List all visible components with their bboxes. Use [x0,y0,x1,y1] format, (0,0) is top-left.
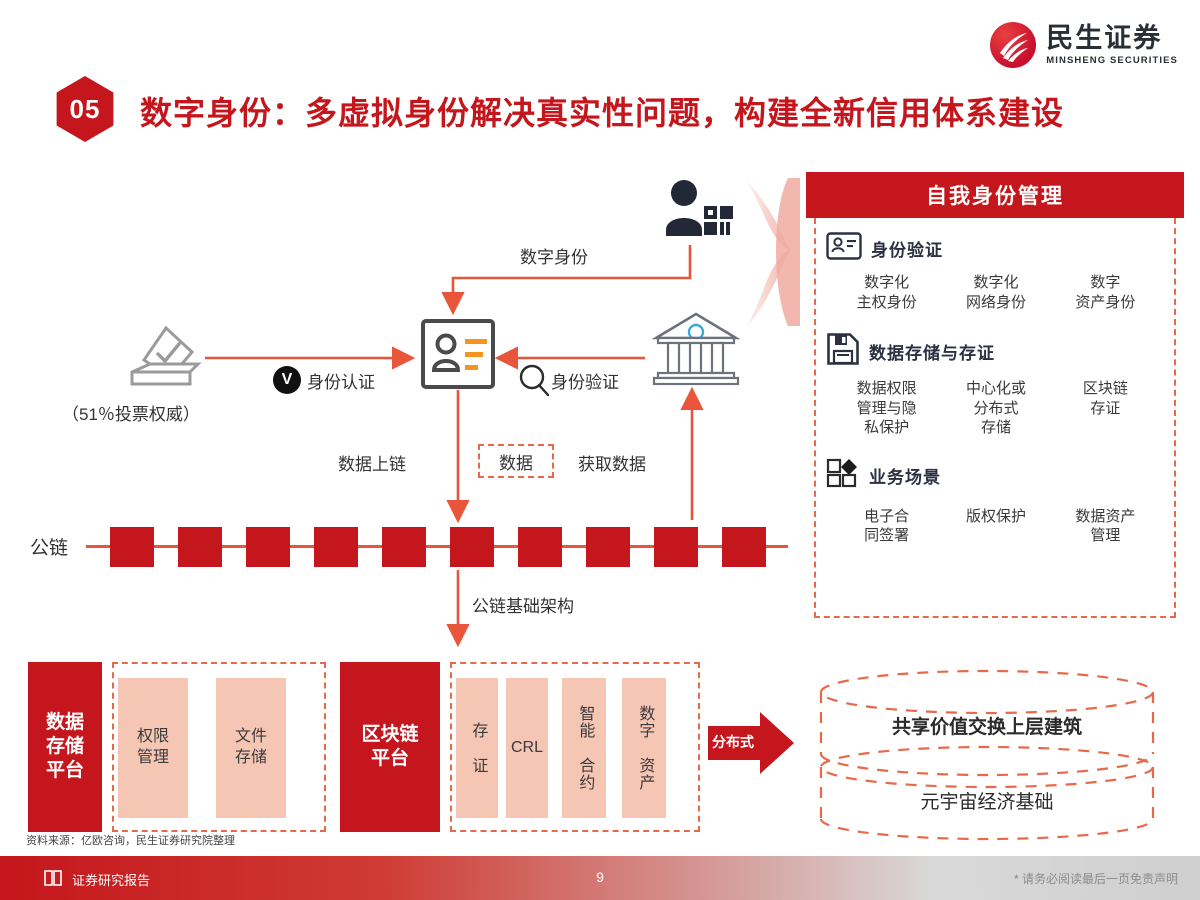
identity-card-icon [420,318,496,395]
distribution-arrow: 分布式 [708,712,794,774]
distribution-arrow-label: 分布式 [712,734,754,750]
cylinder-label: 元宇宙经济基础 [920,792,1054,813]
blocks-icon [826,458,860,493]
metaverse-base-cylinder: 元宇宙经济基础 [812,745,1162,843]
platform-sub-box: 存 证 [456,678,498,818]
fetch-data-label: 获取数据 [578,455,646,474]
section-number-text: 05 [69,93,101,124]
cylinder-label: 共享价值交换上层建筑 [891,717,1082,738]
self-identity-panel: 自我身份管理 身份验证 数字化主权身份 数字化网络身份 数 [806,172,1184,620]
footer-left: 证券研究报告 [44,869,150,890]
panel-section-heading: 数据存储与存证 [869,344,995,363]
panel-section-scenarios: 业务场景 [826,458,1166,493]
identity-authentication-label: 身份认证 [307,373,375,392]
company-logo: 民生证券 MINSHENG SECURITIES [990,22,1178,68]
chain-infrastructure-label: 公链基础架构 [472,597,574,616]
digital-identity-label: 数字身份 [520,248,588,267]
footer-page-number: 9 [596,869,604,885]
upper-structure-cylinder: 共享价值交换上层建筑 [812,668,1162,778]
page-footer: 证券研究报告 9 * 请务必阅读最后一页免责声明 [0,856,1200,900]
panel-section-items: 电子合同签署 版权保护 数据资产管理 [826,507,1166,546]
panel-item: 数据权限管理与隐私保护 [856,380,917,436]
logo-swoosh-icon [1000,33,1029,62]
footer-disclaimer: * 请务必阅读最后一页免责声明 [1013,872,1178,886]
bank-institution-icon [650,308,742,393]
panel-section-identity: 身份验证 [826,232,1166,265]
source-note: 资料来源：亿欧咨询，民生证券研究院整理 [26,835,235,847]
verified-badge-icon: V [273,366,301,394]
panel-section-heading: 身份验证 [871,241,943,260]
data-onchain-label: 数据上链 [338,455,406,474]
platform-sub-box: 智能 合约 [562,678,606,818]
panel-section-items: 数字化主权身份 数字化网络身份 数字资产身份 [826,273,1166,312]
panel-item: 数字化网络身份 [965,274,1026,311]
page-title: 数字身份：多虚拟身份解决真实性问题，构建全新信用体系建设 [140,95,1065,131]
platform-sub-box: CRL [506,678,548,818]
logo-text-en: MINSHENG SECURITIES [1046,54,1178,66]
panel-item: 区块链存证 [1082,380,1128,417]
book-icon [44,869,62,890]
platform-sub-box: 文件 存储 [216,678,286,818]
panel-item: 中心化或分布式存储 [965,380,1026,436]
panel-section-heading: 业务场景 [869,467,941,487]
panel-section-storage: 数据存储与存证 [826,332,1166,371]
voting-authority-label: （51％投票权威） [62,405,200,424]
platform-sub-box: 数字 资产 [622,678,666,818]
chain-line [86,545,788,548]
user-identity-icon [662,178,736,249]
section-number-badge: 05 [52,76,118,142]
id-badge-icon [826,232,862,265]
panel-item: 数据资产管理 [1075,507,1136,545]
panel-item: 数字化主权身份 [856,274,917,311]
floppy-disk-icon [826,332,860,371]
data-storage-platform-title: 数据 存储 平台 [28,662,102,832]
ballot-box-icon [122,320,208,399]
logo-text-cn: 民生证券 [1046,22,1163,53]
footer-left-label: 证券研究报告 [72,873,151,888]
data-dashed-box: 数据 [478,444,554,478]
magnifier-icon [518,364,552,403]
panel-section-items: 数据权限管理与隐私保护 中心化或分布式存储 区块链存证 [826,379,1166,438]
public-chain-label: 公链 [30,538,69,559]
identity-verification-label: 身份验证 [551,373,619,392]
panel-item: 电子合同签署 [864,507,910,545]
chain-blocks [110,527,770,567]
platform-sub-box: 权限 管理 [118,678,188,818]
logo-mark-icon [990,22,1037,68]
panel-item: 版权保护 [965,507,1026,525]
panel-title: 自我身份管理 [806,172,1184,218]
panel-item: 数字资产身份 [1075,274,1136,311]
panel-body: 身份验证 数字化主权身份 数字化网络身份 数字资产身份 [814,218,1176,618]
blockchain-platform-title: 区块链 平台 [340,662,440,832]
